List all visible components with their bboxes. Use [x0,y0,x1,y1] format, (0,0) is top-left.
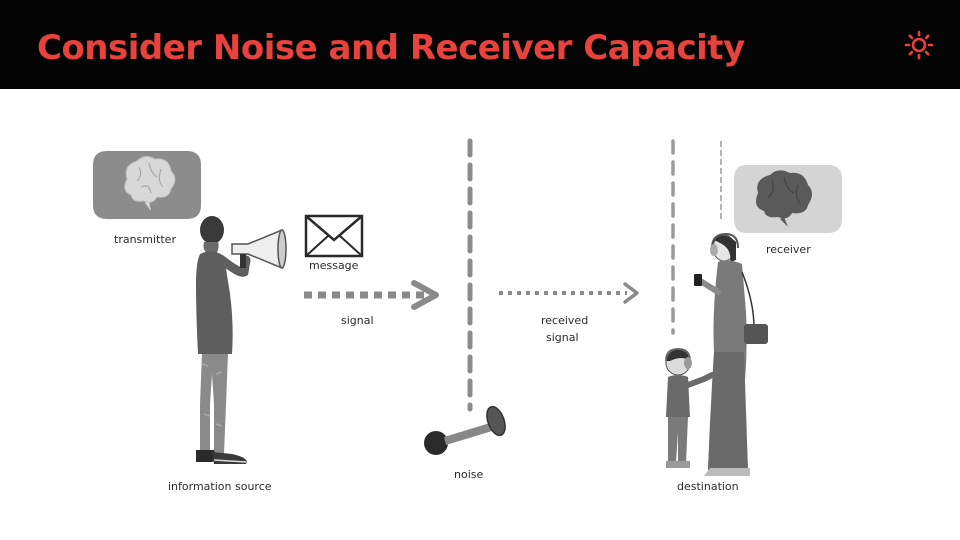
slide-title: Consider Noise and Receiver Capacity [37,28,745,68]
megaphone-icon [231,228,287,270]
signal-label: signal [341,314,374,327]
headphones-icon [665,347,692,369]
information-source-figure [196,216,287,464]
signal-arrow [304,280,439,310]
envelope-icon [304,214,364,258]
noise-horn-icon [424,405,506,455]
brain-icon [124,155,176,211]
receiver-label: receiver [766,243,811,256]
receiver-dashed-line [720,141,722,219]
message-label: message [309,259,359,272]
receiver-woman-figure [694,232,768,476]
received-signal-label-line2: signal [546,331,579,344]
noise-dashed-line [467,138,473,412]
destination-dashed-line [671,139,675,335]
brain-icon [756,170,812,227]
destination-label: destination [677,480,739,493]
noise-label: noise [454,468,484,481]
received-signal-arrow [499,282,639,304]
sun-icon[interactable] [904,30,934,60]
communication-diagram: transmitter information source message s… [0,89,960,540]
received-signal-label-line1: received [541,314,589,327]
transmitter-brain-bubble [93,151,201,219]
information-source-label: information source [168,480,272,493]
phone-icon [694,274,702,286]
headphones-icon [710,232,739,256]
receiver-child-figure [665,347,715,468]
header-bar: Consider Noise and Receiver Capacity [0,0,960,89]
transmitter-label: transmitter [114,233,176,246]
receiver-brain-bubble [734,165,842,233]
